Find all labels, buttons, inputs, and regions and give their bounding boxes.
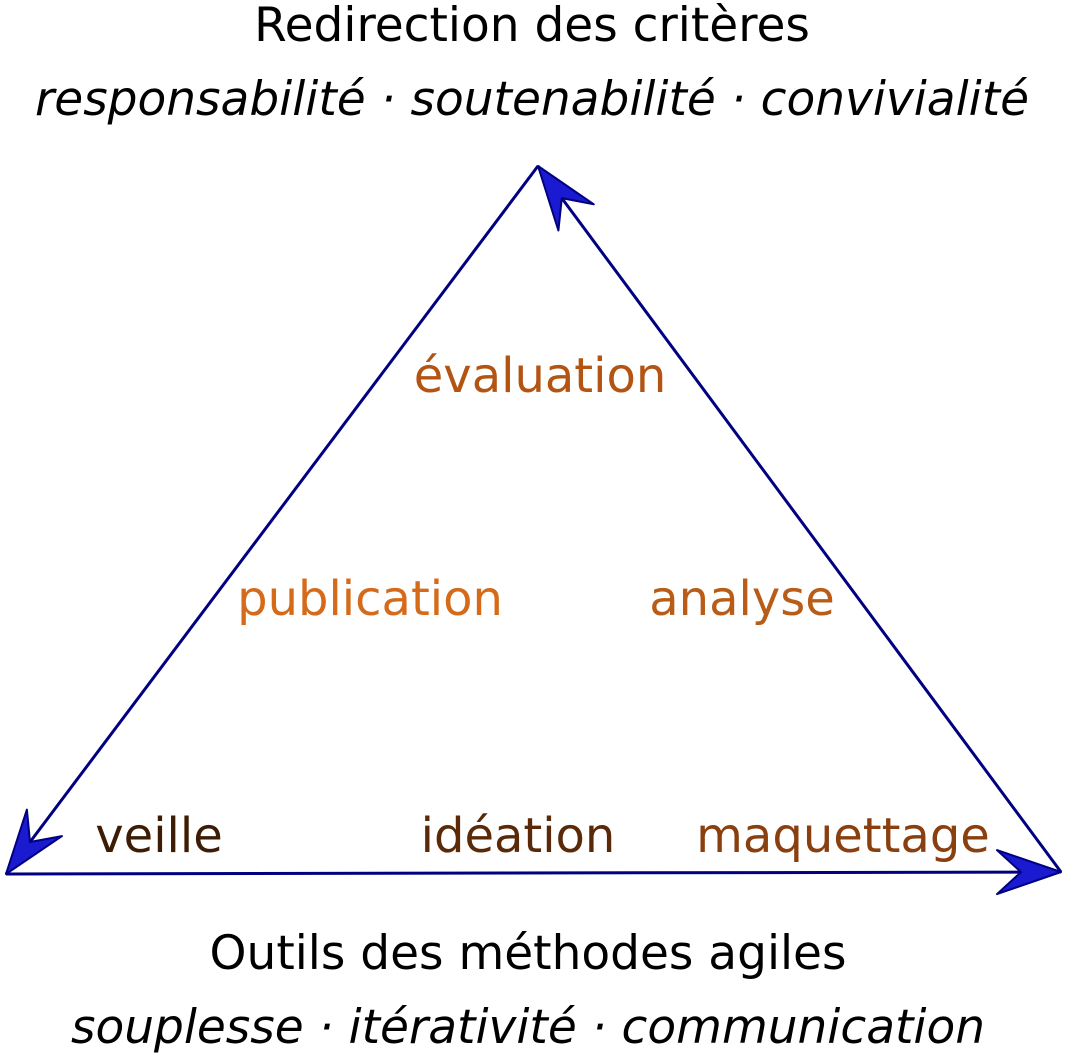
arrow-left-to-right (5, 870, 1062, 876)
arrowhead-apex (537, 165, 595, 232)
arrowhead-left (5, 808, 63, 875)
top-subtitle: responsabilité · soutenabilité · convivi… (34, 72, 1030, 127)
step-analyse: analyse (649, 571, 835, 627)
step-veille: veille (95, 808, 223, 864)
step-ideation: idéation (420, 808, 616, 864)
arrowhead-right (996, 849, 1062, 896)
step-publication: publication (237, 571, 503, 627)
bottom-title: Outils des méthodes agiles (209, 926, 847, 981)
bottom-subtitle: souplesse · itérativité · communication (70, 1000, 986, 1055)
step-maquettage: maquettage (696, 808, 990, 864)
step-evaluation: évaluation (413, 348, 667, 404)
arrow-apex-to-left (4, 165, 540, 875)
arrow-right-to-apex (536, 165, 1063, 873)
top-title: Redirection des critères (254, 0, 810, 53)
